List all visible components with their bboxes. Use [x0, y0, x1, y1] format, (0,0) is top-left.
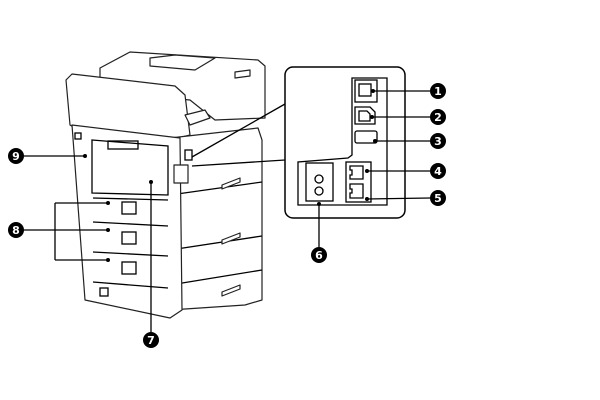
callout-label: 4 — [434, 165, 442, 178]
callout-1: 1 — [430, 83, 446, 99]
callout-label: 5 — [434, 192, 442, 205]
callout-2: 2 — [430, 109, 446, 125]
callout-8: 8 — [8, 222, 24, 238]
phone-ports-icon — [345, 161, 372, 203]
power-inlet-icon — [305, 162, 334, 202]
callout-label: 7 — [147, 334, 155, 347]
connector-inset — [284, 66, 406, 219]
callout-6: 6 — [311, 247, 327, 263]
callout-label: 2 — [434, 111, 442, 124]
callout-4: 4 — [430, 163, 446, 179]
usb-a-port-icon — [354, 130, 378, 144]
printer-illustration — [65, 51, 266, 319]
callout-label: 8 — [12, 224, 20, 237]
callout-7: 7 — [143, 332, 159, 348]
callout-3: 3 — [430, 133, 446, 149]
callout-label: 1 — [434, 85, 442, 98]
callout-label: 6 — [315, 249, 323, 262]
callout-9: 9 — [8, 148, 24, 164]
callout-label: 3 — [434, 135, 442, 148]
usb-port-icon — [354, 106, 376, 125]
callout-5: 5 — [430, 190, 446, 206]
callout-label: 9 — [12, 150, 20, 163]
